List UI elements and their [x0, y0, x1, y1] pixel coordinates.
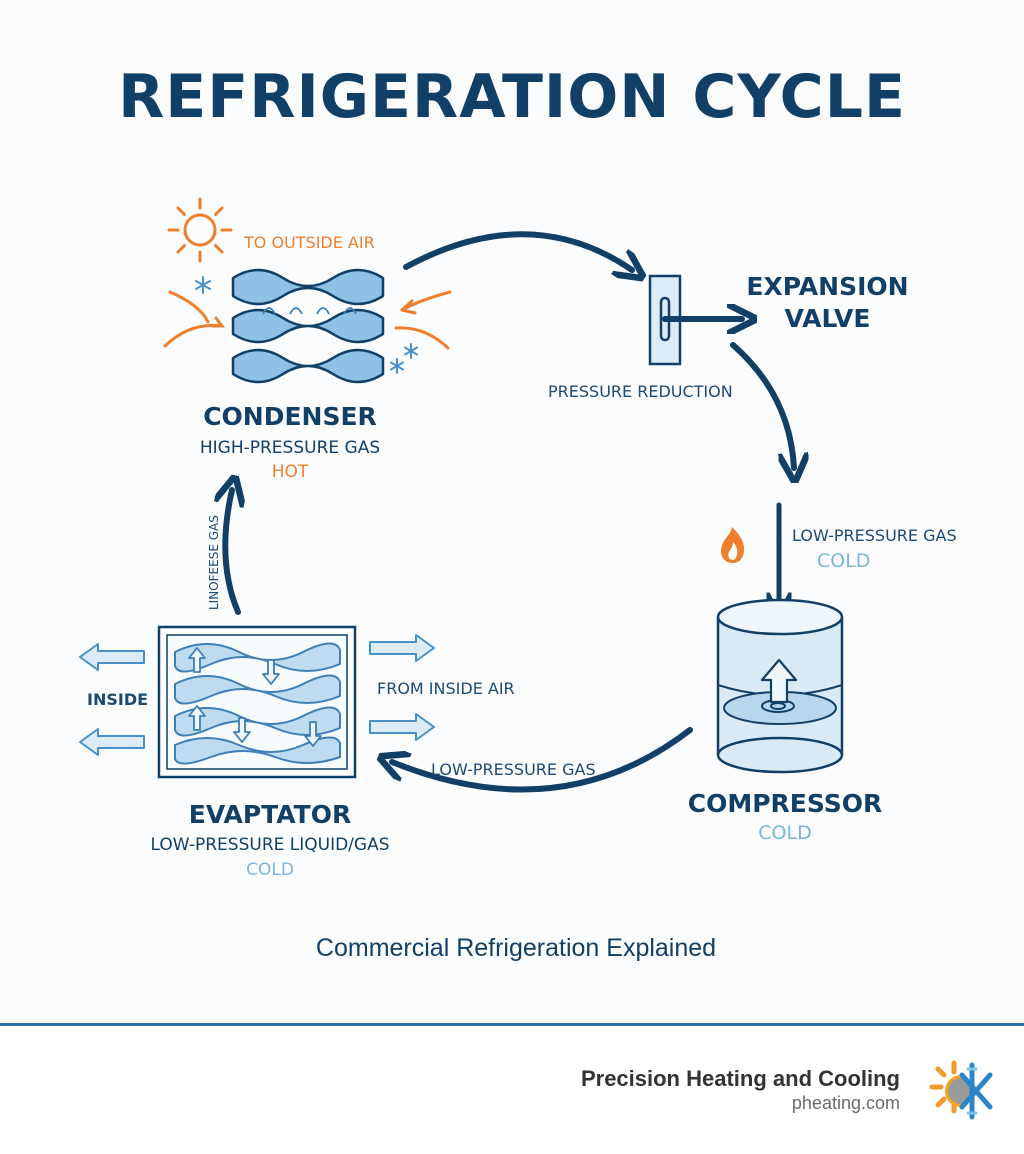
evaporator-temp: COLD — [246, 860, 294, 880]
condenser-name: CONDENSER — [203, 402, 377, 431]
evaporator-right-label: FROM INSIDE AIR — [377, 679, 515, 698]
footer-divider — [0, 1023, 1024, 1026]
expansion-valve-note: PRESSURE REDUCTION — [548, 382, 733, 401]
flow-arrow-condenser-to-valve — [403, 231, 632, 270]
condenser-temp: HOT — [271, 462, 309, 482]
snowflake-icon — [195, 276, 418, 374]
evaporator-name: EVAPTATOR — [188, 800, 352, 829]
up-arrow-icon — [760, 658, 798, 704]
footer — [0, 1026, 1024, 1154]
footer-brand-name: Precision Heating and Cooling — [580, 1066, 900, 1091]
airflow-arrows — [79, 634, 435, 756]
evaporator-inner-arrows — [188, 647, 322, 747]
footer-brand-url: pheating.com — [791, 1093, 900, 1113]
compressor-inlet-temp: COLD — [817, 550, 871, 572]
compressor-inlet-state: LOW-PRESSURE GAS — [792, 526, 957, 545]
diagram-subtitle: Commercial Refrigeration Explained — [315, 934, 717, 962]
evaporator-vertical-label: LINOFEESE GAS — [207, 515, 221, 610]
condenser-state: HIGH-PRESSURE GAS — [199, 438, 381, 458]
page-title: REFRIGERATION CYCLE — [118, 62, 906, 132]
flow-arrow-compressor-to-evaporator — [392, 727, 693, 793]
flow-arrow-evaporator-to-condenser — [225, 490, 238, 615]
cycle-artwork — [79, 197, 844, 793]
heat-flow-arrows — [163, 290, 452, 350]
flame-icon — [721, 527, 745, 563]
condenser-annotation: TO OUTSIDE AIR — [244, 233, 375, 252]
evaporator-state: LOW-PRESSURE LIQUID/GAS — [150, 835, 390, 855]
evaporator-left-label: INSIDE — [87, 690, 149, 709]
compressor-temp: COLD — [758, 822, 812, 844]
return-line-label: LOW-PRESSURE GAS — [431, 760, 596, 779]
company-logo-icon — [929, 1060, 993, 1120]
expansion-valve-name-line1: EXPANSION — [746, 272, 909, 301]
evaporator-coils — [174, 642, 341, 765]
expansion-valve-name-line2: VALVE — [784, 304, 871, 333]
expansion-valve-body — [648, 274, 742, 366]
condenser-coils — [231, 268, 385, 384]
flow-arrow-valve-down — [730, 342, 794, 468]
sun-icon — [167, 197, 233, 263]
compressor-name: COMPRESSOR — [687, 789, 883, 818]
condenser-fins — [262, 307, 357, 315]
